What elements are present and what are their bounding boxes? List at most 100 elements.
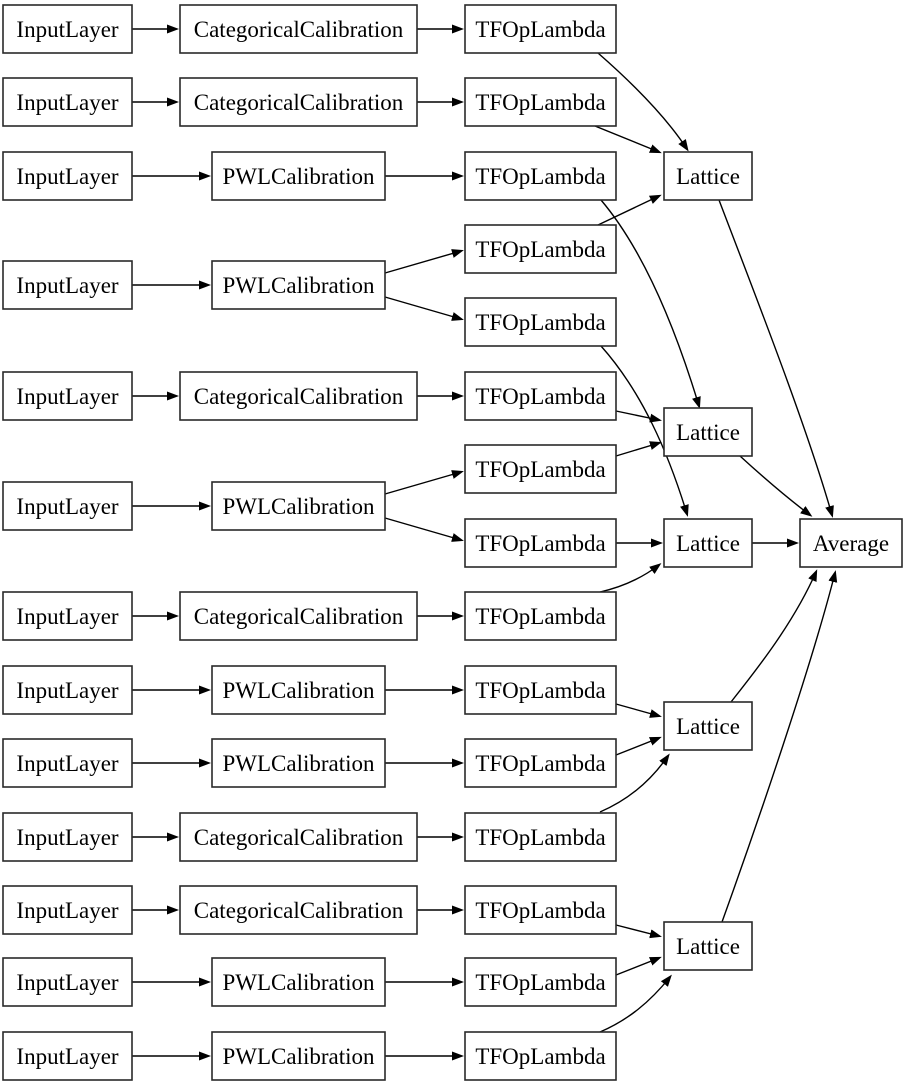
edge-l1-avg: [718, 199, 834, 518]
node-label: TFOpLambda: [475, 164, 605, 189]
node-label: InputLayer: [16, 825, 119, 850]
node-box: [2, 591, 133, 641]
node-box: [464, 1031, 617, 1081]
nodes-layer: InputLayerInputLayerInputLayerInputLayer…: [2, 4, 903, 1081]
node-label: InputLayer: [16, 604, 119, 629]
node-box: [179, 812, 418, 862]
node-label: Lattice: [676, 164, 740, 189]
node-label: InputLayer: [16, 898, 119, 923]
node-t10-tfoplambda: TFOpLambda: [464, 665, 617, 715]
node-t5-tfoplambda: TFOpLambda: [464, 297, 617, 347]
edge-l2-avg: [739, 455, 813, 517]
edge-c6-t8: [384, 517, 464, 542]
node-box: [464, 665, 617, 715]
edge-t10-l4: [615, 703, 662, 718]
node-in2-inputlayer: InputLayer: [2, 77, 133, 127]
node-l3-lattice: Lattice: [663, 518, 753, 568]
node-label: InputLayer: [16, 90, 119, 115]
node-box: [211, 738, 386, 788]
node-t4-tfoplambda: TFOpLambda: [464, 224, 617, 274]
node-in1-inputlayer: InputLayer: [2, 4, 133, 54]
node-label: InputLayer: [16, 970, 119, 995]
edge-t15-l5: [599, 974, 672, 1033]
node-box: [464, 151, 617, 201]
node-label: CategoricalCalibration: [194, 604, 404, 629]
node-box: [663, 701, 753, 751]
node-c1-categoricalcalibration: CategoricalCalibration: [179, 4, 418, 54]
edge-t9-l3: [599, 563, 662, 593]
node-label: TFOpLambda: [475, 751, 605, 776]
edge-t5-l3: [600, 345, 689, 517]
node-box: [464, 591, 617, 641]
node-c10-categoricalcalibration: CategoricalCalibration: [179, 812, 418, 862]
node-box: [464, 371, 617, 421]
node-box: [663, 921, 753, 971]
node-label: CategoricalCalibration: [194, 898, 404, 923]
node-label: PWLCalibration: [222, 164, 375, 189]
node-in6-inputlayer: InputLayer: [2, 481, 133, 531]
node-avg-average: Average: [799, 518, 903, 568]
node-box: [179, 4, 418, 54]
edge-t2-l1: [594, 125, 662, 154]
node-label: InputLayer: [16, 678, 119, 703]
edge-t12-l4: [599, 753, 670, 813]
node-label: PWLCalibration: [222, 494, 375, 519]
node-box: [663, 151, 753, 201]
node-in13-inputlayer: InputLayer: [2, 1031, 133, 1081]
node-box: [2, 665, 133, 715]
node-label: InputLayer: [16, 17, 119, 42]
node-t12-tfoplambda: TFOpLambda: [464, 812, 617, 862]
node-c4-pwlcalibration: PWLCalibration: [211, 260, 386, 310]
node-label: InputLayer: [16, 273, 119, 298]
node-box: [2, 260, 133, 310]
node-label: PWLCalibration: [222, 678, 375, 703]
node-t11-tfoplambda: TFOpLambda: [464, 738, 617, 788]
node-c8-pwlcalibration: PWLCalibration: [211, 665, 386, 715]
node-label: PWLCalibration: [222, 970, 375, 995]
node-box: [211, 260, 386, 310]
node-box: [464, 518, 617, 568]
node-label: TFOpLambda: [475, 384, 605, 409]
node-label: InputLayer: [16, 164, 119, 189]
node-label: CategoricalCalibration: [194, 384, 404, 409]
edges-layer: [132, 24, 838, 1061]
node-label: TFOpLambda: [475, 310, 605, 335]
node-c12-pwlcalibration: PWLCalibration: [211, 957, 386, 1007]
node-box: [2, 738, 133, 788]
node-box: [464, 885, 617, 935]
edge-t1-l1: [597, 52, 689, 152]
node-label: Lattice: [676, 531, 740, 556]
node-l4-lattice: Lattice: [663, 701, 753, 751]
node-in9-inputlayer: InputLayer: [2, 738, 133, 788]
node-box: [179, 77, 418, 127]
node-label: PWLCalibration: [222, 751, 375, 776]
node-t15-tfoplambda: TFOpLambda: [464, 1031, 617, 1081]
node-box: [2, 957, 133, 1007]
node-box: [464, 4, 617, 54]
node-t2-tfoplambda: TFOpLambda: [464, 77, 617, 127]
node-box: [2, 885, 133, 935]
node-label: InputLayer: [16, 384, 119, 409]
edge-t11-l4: [615, 736, 662, 756]
node-box: [179, 371, 418, 421]
node-box: [2, 4, 133, 54]
node-label: TFOpLambda: [475, 898, 605, 923]
node-label: TFOpLambda: [475, 17, 605, 42]
node-label: TFOpLambda: [475, 970, 605, 995]
node-c13-pwlcalibration: PWLCalibration: [211, 1031, 386, 1081]
edge-c4-t5: [384, 296, 464, 321]
node-c11-categoricalcalibration: CategoricalCalibration: [179, 885, 418, 935]
node-box: [464, 297, 617, 347]
node-box: [2, 371, 133, 421]
edge-t3-l2: [600, 199, 701, 409]
node-box: [464, 738, 617, 788]
node-in3-inputlayer: InputLayer: [2, 151, 133, 201]
node-box: [464, 224, 617, 274]
node-box: [663, 407, 753, 457]
node-c2-categoricalcalibration: CategoricalCalibration: [179, 77, 418, 127]
edge-t7-l2: [615, 441, 662, 457]
node-box: [464, 444, 617, 494]
edge-l4-avg: [730, 569, 818, 703]
